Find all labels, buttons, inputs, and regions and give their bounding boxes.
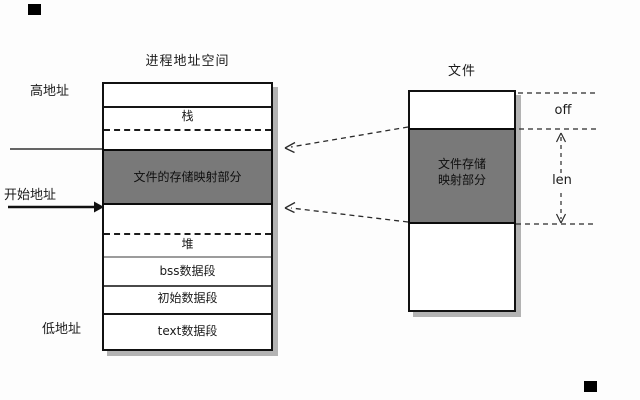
heap-segment-label: 堆	[181, 237, 194, 251]
heap-top-dashed-line	[104, 233, 271, 235]
stack-top-line	[104, 106, 271, 108]
init-data-segment-label: 初始数据段	[157, 291, 218, 305]
mapping-arrow-top	[284, 126, 409, 154]
file-mapped-segment: 文件存储 映射部分	[408, 128, 516, 224]
init-data-bottom-line	[104, 313, 271, 315]
high-address-label: 高地址	[30, 84, 70, 99]
length-label: len	[548, 173, 576, 189]
heap-bottom-line	[104, 256, 271, 258]
start-address-label: 开始地址	[4, 188, 57, 203]
file-mapped-label-line1: 文件存储	[437, 157, 486, 171]
offset-label: off	[554, 103, 572, 118]
corner-mark-bottom-right	[584, 381, 597, 392]
process-address-space-box: 栈 文件的存储映射部分 堆 bss数据段 初始数据段 text数据段	[102, 82, 273, 351]
text-segment-label: text数据段	[157, 324, 218, 338]
stack-bottom-dashed-line	[104, 129, 271, 131]
bss-bottom-line	[104, 285, 271, 287]
process-mapped-segment: 文件的存储映射部分	[102, 149, 273, 205]
bss-segment-label: bss数据段	[159, 264, 216, 278]
mapping-arrow-bottom	[284, 201, 409, 223]
stack-segment-label: 栈	[181, 109, 194, 123]
low-address-label: 低地址	[42, 322, 82, 337]
file-box: 文件存储 映射部分	[408, 90, 516, 312]
process-address-space-title: 进程地址空间	[145, 54, 230, 69]
process-mapped-segment-label: 文件的存储映射部分	[133, 170, 242, 184]
corner-mark-top-left	[28, 4, 41, 15]
file-mapped-label-line2: 映射部分	[437, 173, 486, 187]
file-title: 文件	[447, 64, 476, 79]
